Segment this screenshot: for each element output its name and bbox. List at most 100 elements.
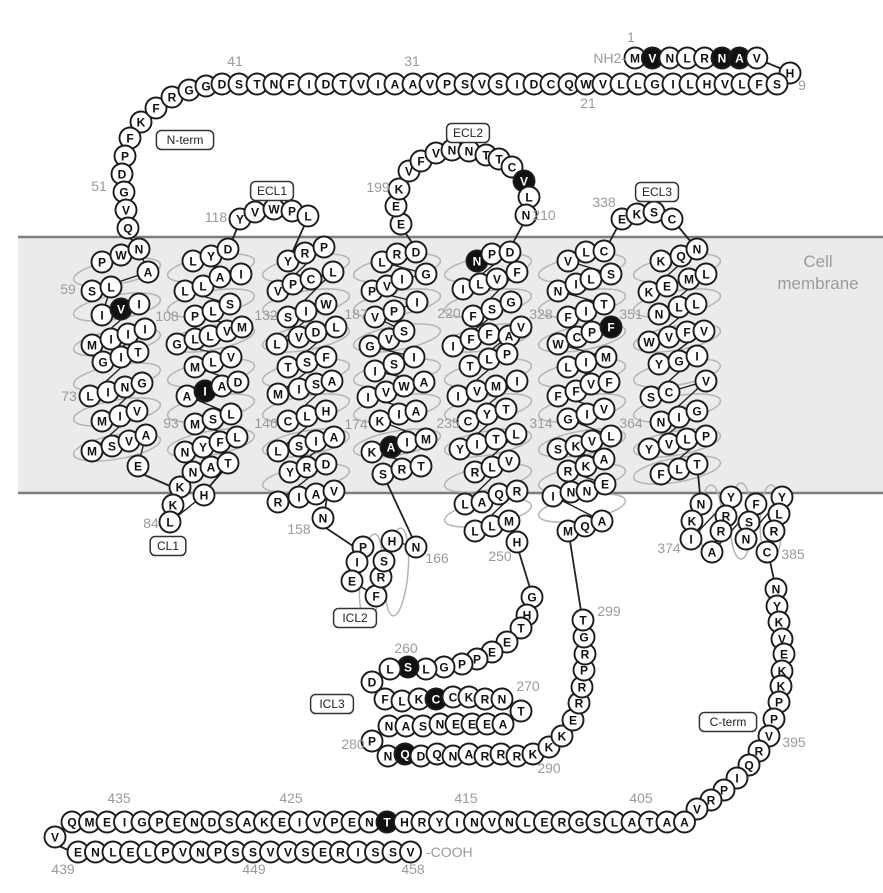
- residue-circle[interactable]: [372, 549, 396, 573]
- residue-circle[interactable]: [412, 370, 436, 394]
- residue-circle[interactable]: [765, 72, 789, 96]
- residue-circle[interactable]: [505, 530, 529, 554]
- residue-circle[interactable]: [324, 315, 348, 339]
- residue-circle[interactable]: [226, 370, 250, 394]
- residue-circle[interactable]: [679, 527, 703, 551]
- residue-circle[interactable]: [594, 345, 618, 369]
- region-label-cl1[interactable]: CL1: [149, 535, 187, 557]
- residue-circle[interactable]: [322, 425, 346, 449]
- residue-circle[interactable]: [266, 382, 290, 406]
- residue-circle[interactable]: [126, 340, 150, 364]
- residue-circle[interactable]: [230, 315, 254, 339]
- residue-circle[interactable]: [296, 204, 320, 228]
- residue-circle[interactable]: [599, 424, 623, 448]
- residue-circle[interactable]: [265, 332, 289, 356]
- residue-circle[interactable]: [266, 490, 290, 514]
- region-label-ecl3[interactable]: ECL3: [634, 181, 680, 203]
- residue-circle[interactable]: [409, 454, 433, 478]
- residue-circle[interactable]: [314, 399, 338, 423]
- residue-circle[interactable]: [314, 292, 338, 316]
- residue-circle[interactable]: [498, 240, 522, 264]
- residue-circle[interactable]: [127, 292, 151, 316]
- residue-circle[interactable]: [404, 240, 428, 264]
- residue-circle[interactable]: [312, 235, 336, 259]
- residue-circle[interactable]: [130, 371, 154, 395]
- residue-circle[interactable]: [660, 207, 684, 231]
- residue-circle[interactable]: [709, 519, 733, 543]
- residue-circle[interactable]: [404, 399, 428, 423]
- residue-circle[interactable]: [514, 203, 538, 227]
- residue-circle[interactable]: [505, 369, 529, 393]
- residue-circle[interactable]: [592, 292, 616, 316]
- residue-circle[interactable]: [216, 237, 240, 261]
- residue-circle[interactable]: [700, 540, 724, 564]
- residue-circle[interactable]: [225, 425, 249, 449]
- residue-circle[interactable]: [378, 657, 402, 681]
- residue-circle[interactable]: [360, 670, 384, 694]
- residue-circle[interactable]: [592, 239, 616, 263]
- residue-circle[interactable]: [360, 729, 384, 753]
- residue-circle[interactable]: [592, 447, 616, 471]
- residue-circle[interactable]: [134, 423, 158, 447]
- residue-circle[interactable]: [136, 260, 160, 284]
- residue-circle[interactable]: [320, 369, 344, 393]
- residue-circle[interactable]: [380, 529, 404, 553]
- residue-circle[interactable]: [402, 345, 426, 369]
- residue-circle[interactable]: [694, 369, 718, 393]
- residue-circle[interactable]: [509, 315, 533, 339]
- residue-circle[interactable]: [219, 345, 243, 369]
- residue-circle[interactable]: [673, 810, 696, 834]
- residue-circle[interactable]: [133, 317, 157, 341]
- residue-circle[interactable]: [158, 510, 182, 534]
- residue-circle[interactable]: [571, 608, 595, 632]
- residue-circle[interactable]: [405, 290, 429, 314]
- residue-circle[interactable]: [509, 699, 533, 723]
- residue-circle[interactable]: [484, 374, 508, 398]
- residue-circle[interactable]: [497, 509, 521, 533]
- residue-circle[interactable]: [299, 267, 323, 291]
- residue-circle[interactable]: [266, 439, 290, 463]
- residue-circle[interactable]: [685, 237, 709, 261]
- residue-circle[interactable]: [685, 344, 709, 368]
- residue-circle[interactable]: [590, 509, 614, 533]
- residue-circle[interactable]: [509, 616, 533, 640]
- region-label-ecl2[interactable]: ECL2: [445, 122, 491, 144]
- residue-circle[interactable]: [126, 454, 150, 478]
- residue-circle[interactable]: [321, 260, 345, 284]
- residue-circle[interactable]: [392, 319, 416, 343]
- residue-circle[interactable]: [387, 177, 411, 201]
- residue-circle[interactable]: [390, 267, 414, 291]
- residue-circle[interactable]: [490, 687, 514, 711]
- residue-circle[interactable]: [599, 262, 623, 286]
- residue-circle[interactable]: [192, 483, 216, 507]
- residue-circle[interactable]: [43, 825, 67, 849]
- residue-circle[interactable]: [505, 260, 529, 284]
- residue-circle[interactable]: [219, 402, 243, 426]
- residue-circle[interactable]: [129, 110, 153, 134]
- residue-circle[interactable]: [694, 424, 718, 448]
- residue-circle[interactable]: [314, 345, 338, 369]
- residue-circle[interactable]: [382, 352, 406, 376]
- residue-circle[interactable]: [597, 370, 621, 394]
- residue-circle[interactable]: [127, 237, 151, 261]
- residue-circle[interactable]: [322, 479, 346, 503]
- residue-circle[interactable]: [216, 451, 240, 475]
- residue-circle[interactable]: [685, 452, 709, 476]
- residue-circle[interactable]: [499, 290, 523, 314]
- region-label-icl3[interactable]: ICL3: [309, 693, 355, 715]
- residue-circle[interactable]: [491, 712, 515, 736]
- residue-circle[interactable]: [593, 472, 617, 496]
- residue-circle[interactable]: [494, 397, 518, 421]
- residue-circle[interactable]: [599, 315, 623, 339]
- residue-circle[interactable]: [655, 274, 679, 298]
- region-label-n-term[interactable]: N-term: [155, 129, 215, 151]
- residue-circle[interactable]: [414, 262, 438, 286]
- residue-circle[interactable]: [504, 422, 528, 446]
- residue-circle[interactable]: [497, 449, 521, 473]
- residue-circle[interactable]: [414, 427, 438, 451]
- residue-circle[interactable]: [592, 397, 616, 421]
- residue-circle[interactable]: [311, 506, 335, 530]
- residue-circle[interactable]: [99, 275, 123, 299]
- residue-circle[interactable]: [495, 342, 519, 366]
- region-label-c-term[interactable]: C-term: [698, 711, 758, 733]
